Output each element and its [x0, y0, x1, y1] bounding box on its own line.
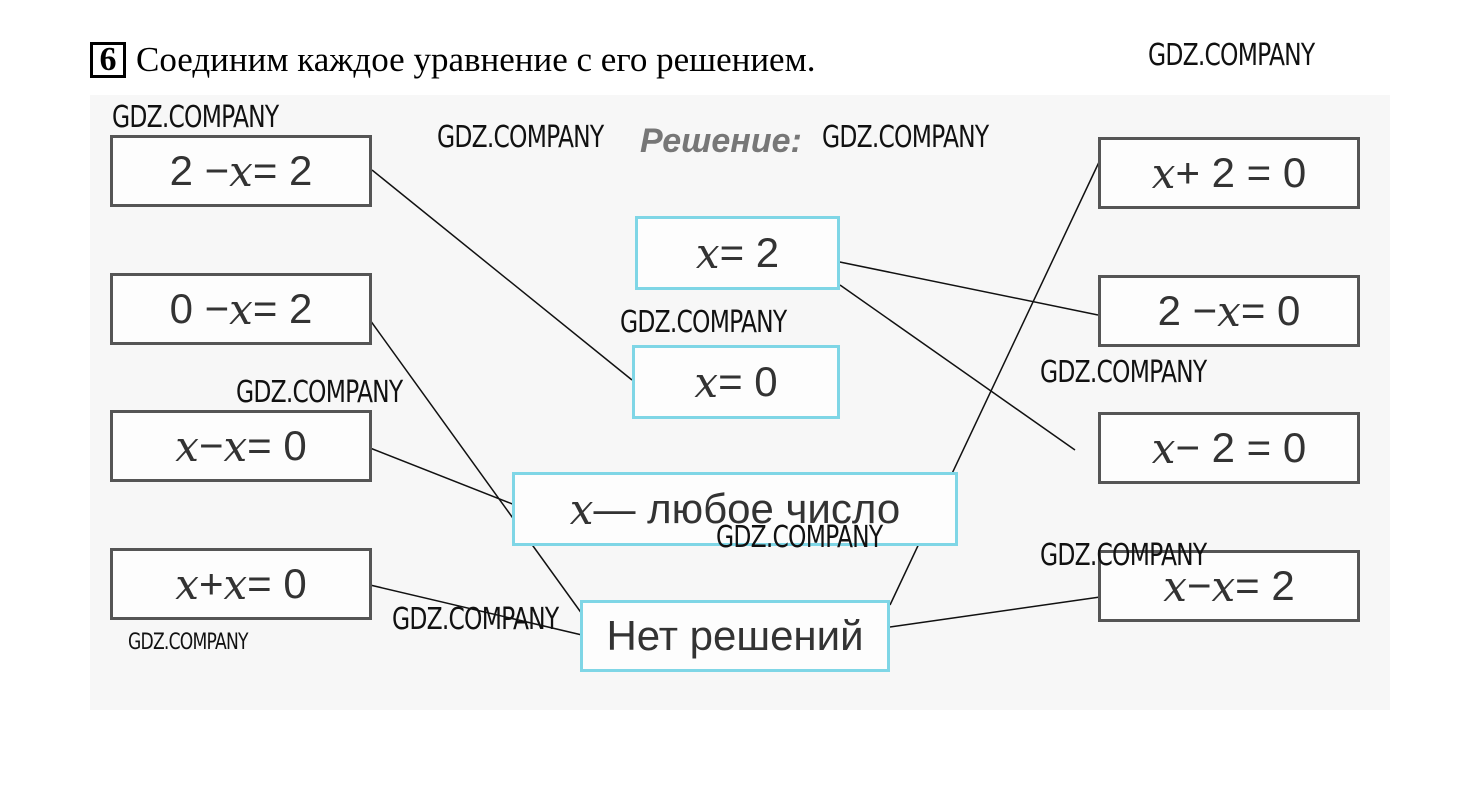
watermark: GDZ.COMPANY	[1148, 38, 1315, 73]
task-header: 6 Соединим каждое уравнение с его решени…	[90, 40, 816, 80]
left-equation-4: x + x = 0	[110, 548, 372, 620]
right-equation-1: x + 2 = 0	[1098, 137, 1360, 209]
left-equation-3: x − x = 0	[110, 410, 372, 482]
solution-no-solutions: Нет решений	[580, 600, 890, 672]
right-equation-2: 2 − x = 0	[1098, 275, 1360, 347]
watermark: GDZ.COMPANY	[128, 630, 249, 655]
watermark: GDZ.COMPANY	[112, 100, 279, 135]
left-equation-2: 0 − x = 2	[110, 273, 372, 345]
watermark: GDZ.COMPANY	[1040, 355, 1207, 390]
right-equation-3: x − 2 = 0	[1098, 412, 1360, 484]
watermark: GDZ.COMPANY	[822, 120, 989, 155]
solution-any-number: x — любое число	[512, 472, 958, 546]
watermark: GDZ.COMPANY	[716, 520, 883, 555]
solution-x-equals-0: x = 0	[632, 345, 840, 419]
watermark: GDZ.COMPANY	[620, 305, 787, 340]
left-equation-1: 2 − x = 2	[110, 135, 372, 207]
watermark: GDZ.COMPANY	[236, 375, 403, 410]
watermark: GDZ.COMPANY	[1040, 538, 1207, 573]
task-number: 6	[90, 42, 126, 78]
solution-x-equals-2: x = 2	[635, 216, 840, 290]
right-equation-4: x − x = 2	[1098, 550, 1360, 622]
solution-label: Решение:	[640, 122, 802, 160]
watermark: GDZ.COMPANY	[392, 602, 559, 637]
watermark: GDZ.COMPANY	[437, 120, 604, 155]
task-instruction: Соединим каждое уравнение с его решением…	[136, 40, 816, 79]
